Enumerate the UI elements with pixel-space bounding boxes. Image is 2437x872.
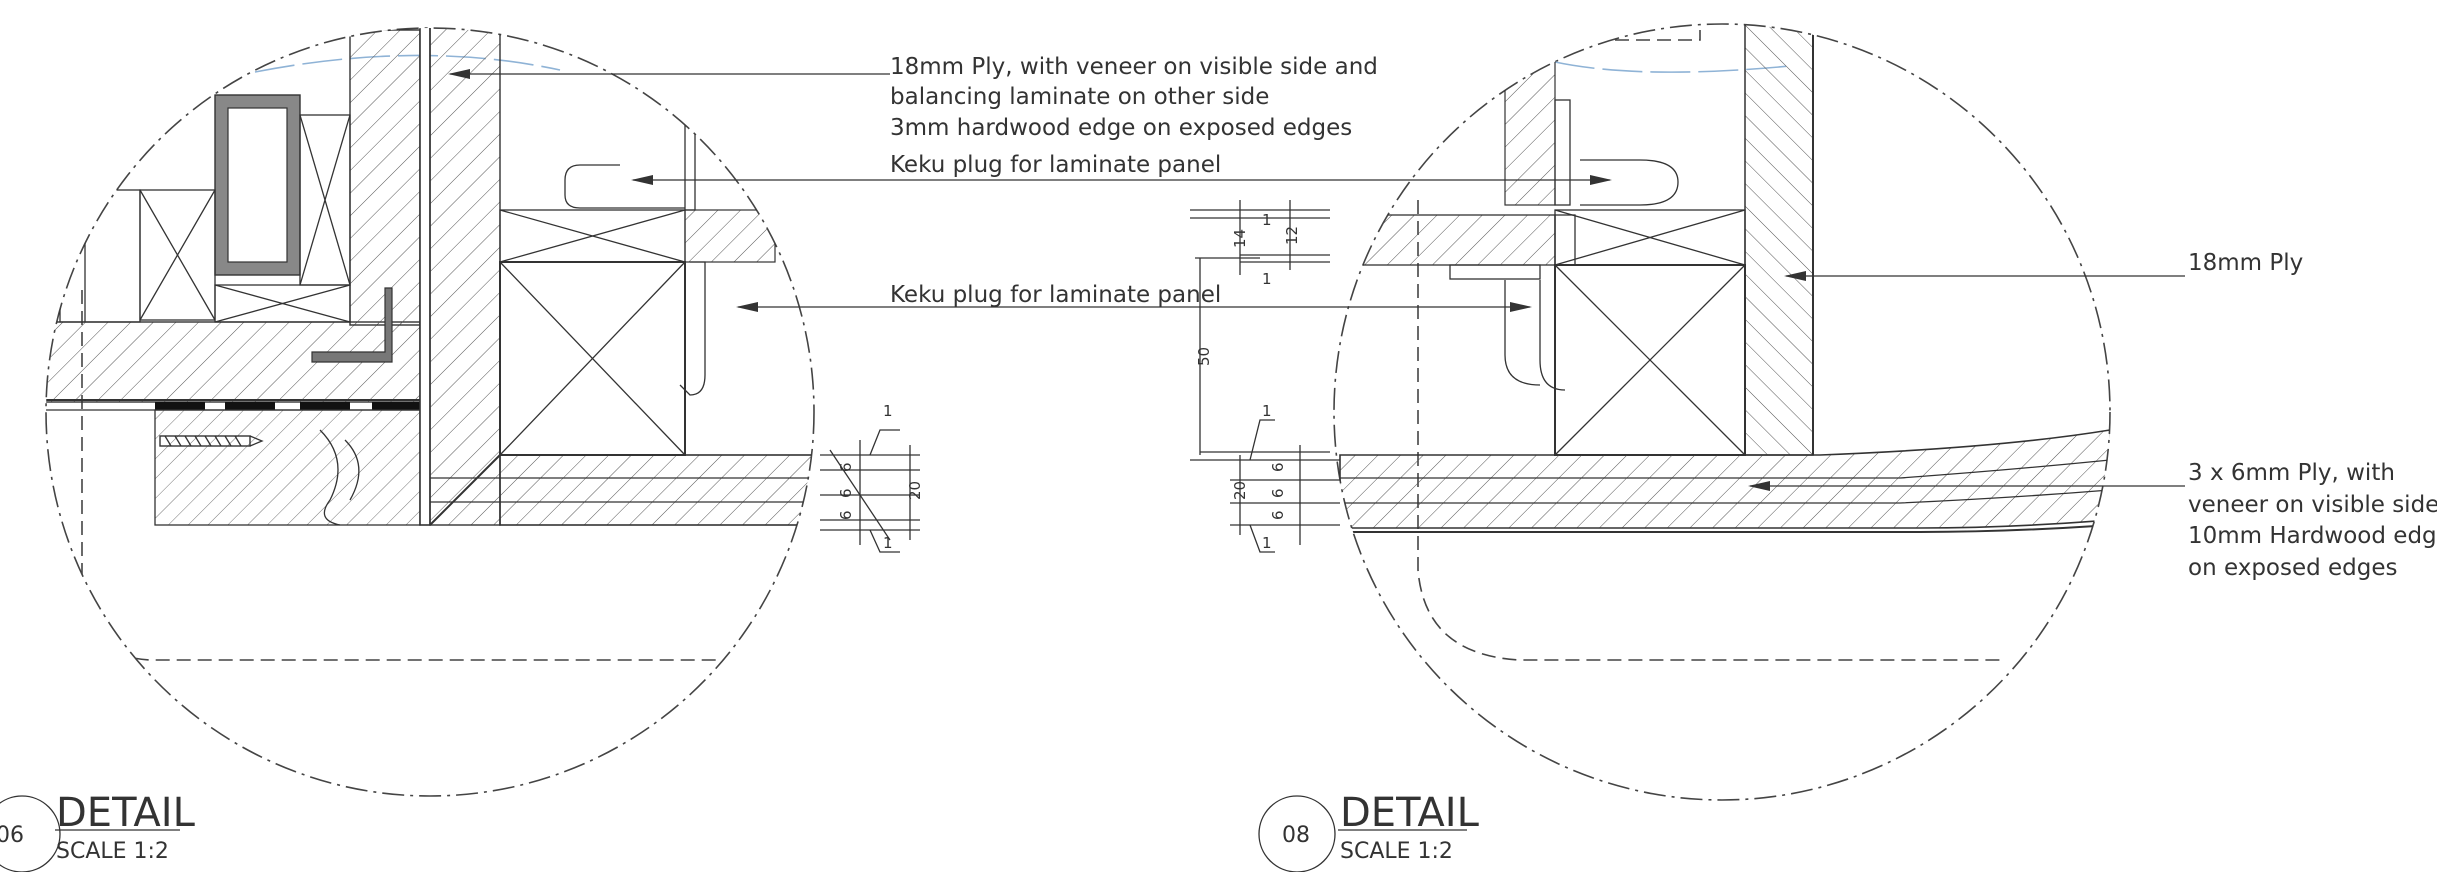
detail-06-boundary-circle <box>45 27 815 797</box>
dim-06-1-top: 1 <box>883 402 893 420</box>
label-keku-plug-top: Keku plug for laminate panel <box>890 152 1221 178</box>
dim-08-1c: 1 <box>1262 402 1272 420</box>
detail-06-number-circle <box>0 795 61 872</box>
dim-06-6c: 6 <box>837 510 855 520</box>
label-18mm-ply-line1: 18mm Ply, with veneer on visible side an… <box>890 54 1378 80</box>
title-block-06: 06 DETAIL SCALE 1:2 <box>0 790 196 872</box>
steel-rhs <box>214 94 301 276</box>
dim-08-1a: 1 <box>1262 211 1272 229</box>
screw <box>159 435 264 447</box>
dim-06-20: 20 <box>906 481 924 500</box>
detail-08-scale: SCALE 1:2 <box>1340 839 1453 864</box>
label-3x6-ply-line2: veneer on visible side <box>2188 492 2437 518</box>
dim-08-1b: 1 <box>1262 270 1272 288</box>
label-3x6-ply-line4: on exposed edges <box>2188 555 2398 581</box>
dim-08-6b: 6 <box>1269 488 1287 498</box>
label-18mm-ply-line2: balancing laminate on other side <box>890 84 1269 110</box>
detail-08-number: 08 <box>1282 823 1310 848</box>
label-3x6-ply-line3: 10mm Hardwood edge <box>2188 523 2437 549</box>
dim-08-20: 20 <box>1231 481 1249 500</box>
label-keku-plug-bottom: Keku plug for laminate panel <box>890 282 1221 308</box>
detail-08-title: DETAIL <box>1340 790 1480 836</box>
detail-08-boundary-circle <box>1333 23 2111 801</box>
dim-08-6a: 6 <box>1269 462 1287 472</box>
dim-08-1d: 1 <box>1262 534 1272 552</box>
detail-06: 18mm Ply, with veneer on visible side an… <box>0 27 1378 872</box>
label-18mm-ply-line3: 3mm hardwood edge on exposed edges <box>890 115 1352 141</box>
dim-08-12: 12 <box>1283 226 1301 245</box>
dim-06-1-bottom: 1 <box>883 534 893 552</box>
detail-08-number-circle <box>1258 795 1336 872</box>
detail-06-title: DETAIL <box>56 790 196 836</box>
detail-06-number: 06 <box>0 823 24 848</box>
dim-08-50: 50 <box>1195 347 1213 366</box>
label-18mm-ply: 18mm Ply <box>2188 250 2303 276</box>
dimension-strip-08 <box>1190 200 1340 553</box>
dim-06-6a: 6 <box>837 462 855 472</box>
detail-08: 18mm Ply 3 x 6mm Ply, with veneer on vis… <box>1190 23 2437 872</box>
dim-08-6c: 6 <box>1269 510 1287 520</box>
dim-08-14: 14 <box>1231 229 1249 248</box>
dim-06-6b: 6 <box>837 488 855 498</box>
adhesive-strip <box>155 402 420 410</box>
detail-06-scale: SCALE 1:2 <box>56 839 169 864</box>
title-block-08: 08 DETAIL SCALE 1:2 <box>1258 790 1480 872</box>
dimension-strip-06 <box>820 429 920 553</box>
label-3x6-ply-line1: 3 x 6mm Ply, with <box>2188 460 2395 486</box>
